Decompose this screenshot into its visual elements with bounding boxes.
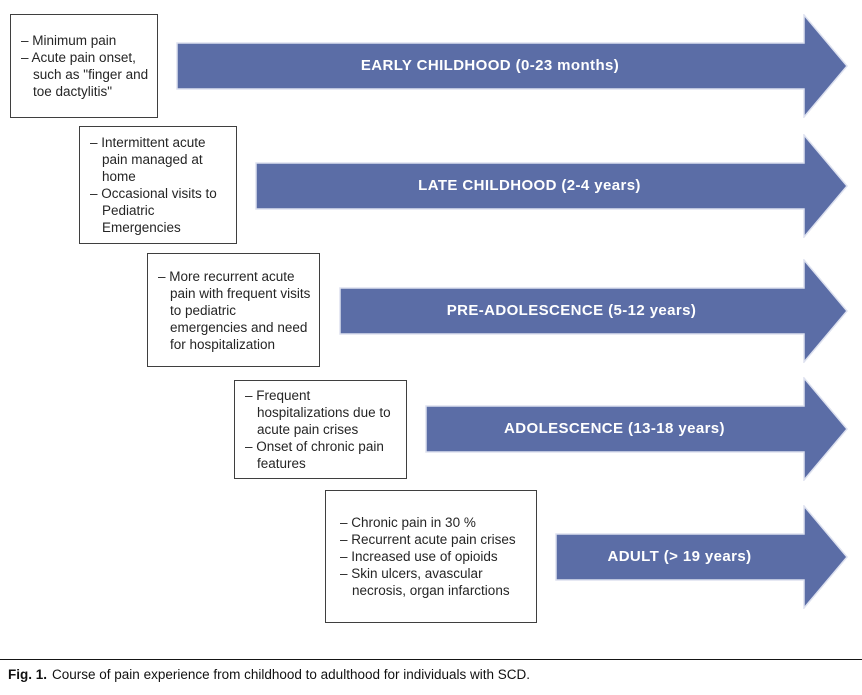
figure-caption-text: Course of pain experience from childhood… [52, 667, 531, 682]
note-bullet: – Onset of chronic pain features [245, 439, 384, 471]
stage-label-adult: ADULT (> 19 years) [607, 548, 752, 565]
stage-label-adolescence: ADOLESCENCE (13-18 years) [504, 420, 725, 437]
note-bullet: – More recurrent acute pain with frequen… [158, 268, 311, 352]
stage-label-late-childhood: LATE CHILDHOOD (2-4 years) [418, 177, 641, 194]
note-bullet: – Acute pain onset, such as "finger and … [21, 50, 149, 99]
timeline-arrow-late-childhood: LATE CHILDHOOD (2-4 years) [255, 134, 848, 238]
note-box-early-childhood: – Minimum pain – Acute pain onset, such a… [10, 14, 158, 118]
note-bullet: – Intermittent acute pain managed at hom… [90, 135, 206, 184]
timeline-arrow-adolescence: ADOLESCENCE (13-18 years) [425, 377, 848, 481]
note-bullet: – Skin ulcers, avascular necrosis, organ… [340, 566, 510, 598]
right-arrow-shape [425, 377, 848, 481]
stage-label-early-childhood: EARLY CHILDHOOD (0-23 months) [360, 57, 620, 74]
note-box-adolescence: – Frequent hospitalizations due to acute… [234, 380, 407, 479]
timeline-arrow-pre-adolescence: PRE-ADOLESCENCE (5-12 years) [339, 259, 848, 363]
timeline-arrow-early-childhood: EARLY CHILDHOOD (0-23 months) [176, 14, 848, 118]
note-bullet: – Increased use of opioids [340, 549, 498, 564]
note-bullet: – Recurrent acute pain crises [340, 532, 516, 547]
note-bullet: – Occasional visits to Pediatric Emergen… [90, 186, 217, 235]
note-box-pre-adolescence: – More recurrent acute pain with frequen… [147, 253, 320, 367]
note-bullet: – Frequent hospitalizations due to acute… [245, 388, 391, 437]
note-box-late-childhood: – Intermittent acute pain managed at hom… [79, 126, 237, 244]
note-box-adult: – Chronic pain in 30 % – Recurrent acute … [325, 490, 537, 623]
note-bullet: – Chronic pain in 30 % [340, 515, 476, 530]
right-arrow-shape [339, 259, 848, 363]
figure-caption: Fig. 1. Course of pain experience from ch… [8, 666, 854, 684]
right-arrow-shape [176, 14, 848, 118]
stage-label-pre-adolescence: PRE-ADOLESCENCE (5-12 years) [446, 302, 697, 319]
right-arrow-shape [255, 134, 848, 238]
timeline-arrow-adult: ADULT (> 19 years) [555, 505, 848, 609]
figure-caption-label: Fig. 1. [8, 667, 48, 682]
right-arrow-shape [555, 505, 848, 609]
caption-divider [0, 659, 862, 660]
note-bullet: – Minimum pain [21, 33, 117, 48]
